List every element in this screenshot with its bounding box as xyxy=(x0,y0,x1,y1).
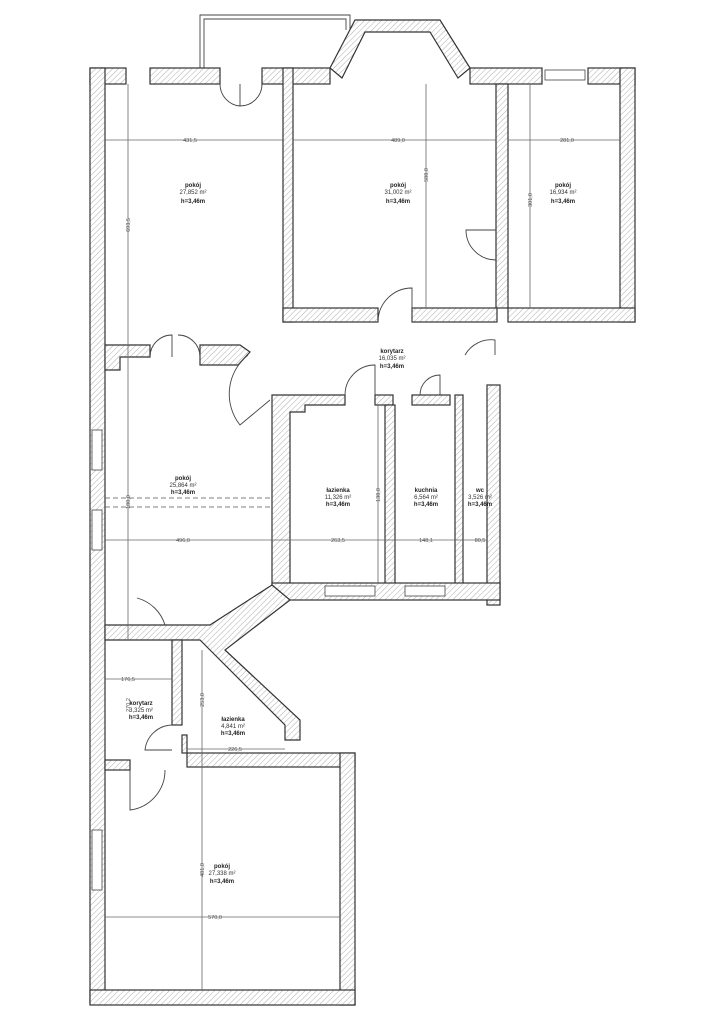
svg-text:h=3,46m: h=3,46m xyxy=(181,199,205,205)
svg-text:16,934 m²: 16,934 m² xyxy=(549,190,576,196)
svg-text:h=3,46m: h=3,46m xyxy=(414,502,438,508)
svg-text:4,841 m²: 4,841 m² xyxy=(221,724,245,730)
svg-text:łazienka: łazienka xyxy=(326,488,350,494)
dim-label: 496,0 xyxy=(176,538,190,544)
svg-text:h=3,46m: h=3,46m xyxy=(129,715,153,721)
svg-text:25,864 m²: 25,864 m² xyxy=(169,483,196,489)
svg-text:wc: wc xyxy=(475,488,485,494)
dim-label: 138,0 xyxy=(376,488,382,502)
svg-text:korytarz: korytarz xyxy=(380,349,403,355)
svg-text:korytarz: korytarz xyxy=(129,701,152,707)
dim-label: 570,0 xyxy=(208,915,222,921)
svg-text:łazienka: łazienka xyxy=(221,717,245,723)
dim-label: 148,1 xyxy=(419,538,433,544)
dim-label: 481,0 xyxy=(200,863,206,877)
dimension-labels: 431,5 489,0 281,0 693,5 588,0 301,0 496,… xyxy=(121,138,574,921)
dim-label: 180,0 xyxy=(126,495,132,509)
walls xyxy=(89,14,636,1006)
svg-text:16,035 m²: 16,035 m² xyxy=(378,356,405,362)
dimension-lines xyxy=(105,84,620,990)
dim-label: 301,0 xyxy=(528,193,534,207)
dim-label: 270,2 xyxy=(126,698,132,712)
svg-text:3,325 m²: 3,325 m² xyxy=(129,708,153,714)
svg-text:pokój: pokój xyxy=(175,476,191,482)
dim-label: 263,5 xyxy=(331,538,345,544)
svg-text:h=3,46m: h=3,46m xyxy=(380,364,404,370)
svg-text:h=3,46m: h=3,46m xyxy=(326,502,350,508)
svg-text:h=3,46m: h=3,46m xyxy=(468,502,492,508)
svg-text:kuchnia: kuchnia xyxy=(415,488,438,494)
svg-text:h=3,46m: h=3,46m xyxy=(171,490,195,496)
svg-text:27,338 m²: 27,338 m² xyxy=(208,871,235,877)
svg-text:h=3,46m: h=3,46m xyxy=(386,199,410,205)
svg-text:pokój: pokój xyxy=(185,183,201,189)
dim-label: 226,5 xyxy=(228,747,242,753)
dim-label: 176,5 xyxy=(121,677,135,683)
svg-text:27,852 m²: 27,852 m² xyxy=(179,190,206,196)
svg-text:pokój: pokój xyxy=(390,183,406,189)
dim-label: 253,0 xyxy=(200,693,206,707)
svg-text:11,326 m²: 11,326 m² xyxy=(325,495,352,501)
dim-label: 693,5 xyxy=(126,218,132,232)
svg-text:3,526 m²: 3,526 m² xyxy=(468,495,492,501)
dim-label: 489,0 xyxy=(391,138,405,144)
svg-text:31,002 m²: 31,002 m² xyxy=(384,190,411,196)
dim-label: 588,0 xyxy=(424,168,430,182)
dim-label: 281,0 xyxy=(560,138,574,144)
svg-text:pokój: pokój xyxy=(214,864,230,870)
room-label: wc3,526 m²h=3,46m xyxy=(468,488,492,508)
dim-label: 431,5 xyxy=(183,138,197,144)
dim-label: 80,5 xyxy=(475,538,486,544)
svg-text:pokój: pokój xyxy=(555,183,571,189)
svg-text:6,564 m²: 6,564 m² xyxy=(414,495,438,501)
svg-text:h=3,46m: h=3,46m xyxy=(551,199,575,205)
svg-text:h=3,46m: h=3,46m xyxy=(221,731,245,737)
svg-text:h=3,46m: h=3,46m xyxy=(210,879,234,885)
doors xyxy=(129,83,497,811)
